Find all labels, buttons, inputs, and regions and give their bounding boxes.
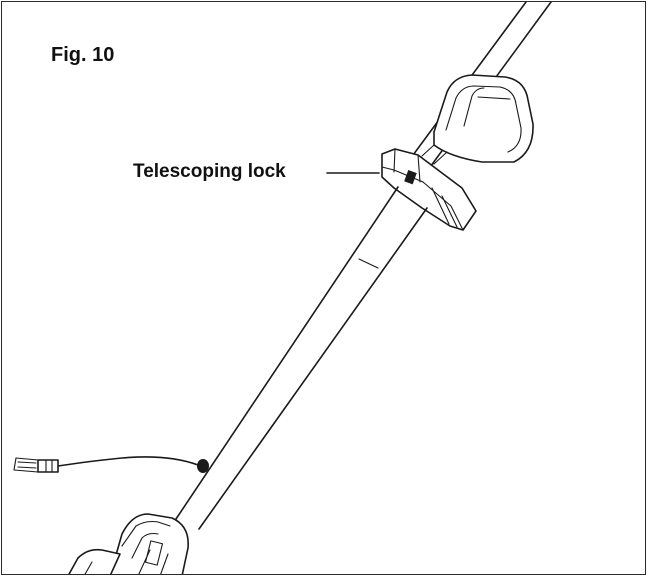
middle-shaft [173, 186, 428, 530]
front-handle [421, 74, 534, 165]
callout-telescoping-lock: Telescoping lock [133, 161, 286, 182]
lower-housing [68, 513, 189, 574]
telescoping-lock-collar [381, 148, 477, 231]
figure-label: Fig. 10 [51, 44, 115, 66]
power-cord [13, 456, 209, 473]
